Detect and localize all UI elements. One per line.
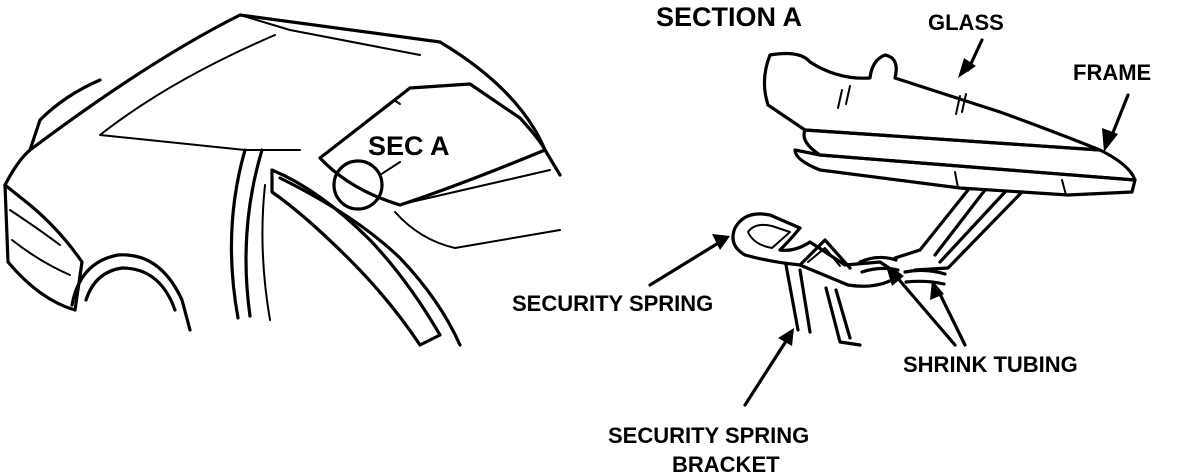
glass-arrow-head: [958, 58, 976, 78]
shrink-tubing-2: [903, 268, 947, 286]
car-side-window: [270, 168, 442, 347]
tubing-arrow-head-2: [930, 280, 944, 300]
car-roof-rail: [239, 14, 421, 56]
car-hatch-glass: [318, 82, 547, 207]
section-title: SECTION A: [656, 2, 802, 32]
tubing-arrow-shaft-1: [893, 273, 957, 347]
bracket-leg-right: [824, 286, 862, 347]
car-wheel-arch-inner: [84, 266, 177, 312]
frame-channel: [954, 171, 1067, 196]
spring-wedge-inner: [807, 247, 841, 267]
sec-a-leader: [379, 161, 401, 176]
security-spring: [731, 212, 902, 288]
car-hatch-inner: [394, 169, 561, 249]
frame-top: [802, 128, 1137, 182]
frame-side: [793, 148, 1137, 197]
car-tail-upper: [3, 78, 102, 187]
car-hatch-stop-lamp: [387, 99, 401, 107]
shrink-tubing-1: [858, 255, 900, 274]
glass-panel: [762, 51, 1102, 152]
glass-hatch-2: [955, 93, 967, 115]
frame-label: FRAME: [1073, 60, 1151, 85]
bracket-arrow-shaft: [743, 336, 790, 407]
car-wheel-arch: [70, 253, 192, 332]
spring-arrow-head: [712, 234, 730, 250]
glass-label: GLASS: [928, 10, 1004, 35]
bracket-label-line2: BRACKET: [672, 452, 780, 476]
sec-a-callout-circle: [332, 159, 384, 211]
bracket-leg-left: [784, 263, 812, 334]
sec-a-callout-label: SEC A: [368, 131, 450, 161]
car-roof-panel: [99, 34, 301, 151]
spring-wedge: [798, 238, 852, 270]
security-spring-label: SECURITY SPRING: [512, 291, 713, 316]
car-beltline: [278, 176, 462, 347]
glass-hatch-1: [837, 85, 851, 109]
section-a-detail: [648, 38, 1137, 407]
car-c-pillar-2: [244, 148, 264, 318]
spring-arrow-shaft: [648, 240, 722, 287]
bracket-arrow-head: [778, 328, 794, 346]
car-rear-bumper: [3, 183, 84, 312]
shrink-tubing-label: SHRINK TUBING: [903, 352, 1078, 377]
security-spring-inner: [747, 223, 791, 249]
car-c-pillar: [229, 148, 247, 320]
bracket-rod-inner: [933, 188, 1007, 264]
car-rear-view: [3, 13, 562, 347]
tubing-arrow-head-1: [886, 266, 904, 286]
bracket-label-line1: SECURITY SPRING: [608, 423, 809, 448]
tubing-arrow-shaft-2: [936, 288, 967, 347]
frame-arrow-head: [1102, 128, 1118, 152]
bracket-rod: [893, 188, 1024, 272]
car-tail-crease: [9, 209, 71, 276]
car-side-window-trim: [261, 184, 271, 321]
